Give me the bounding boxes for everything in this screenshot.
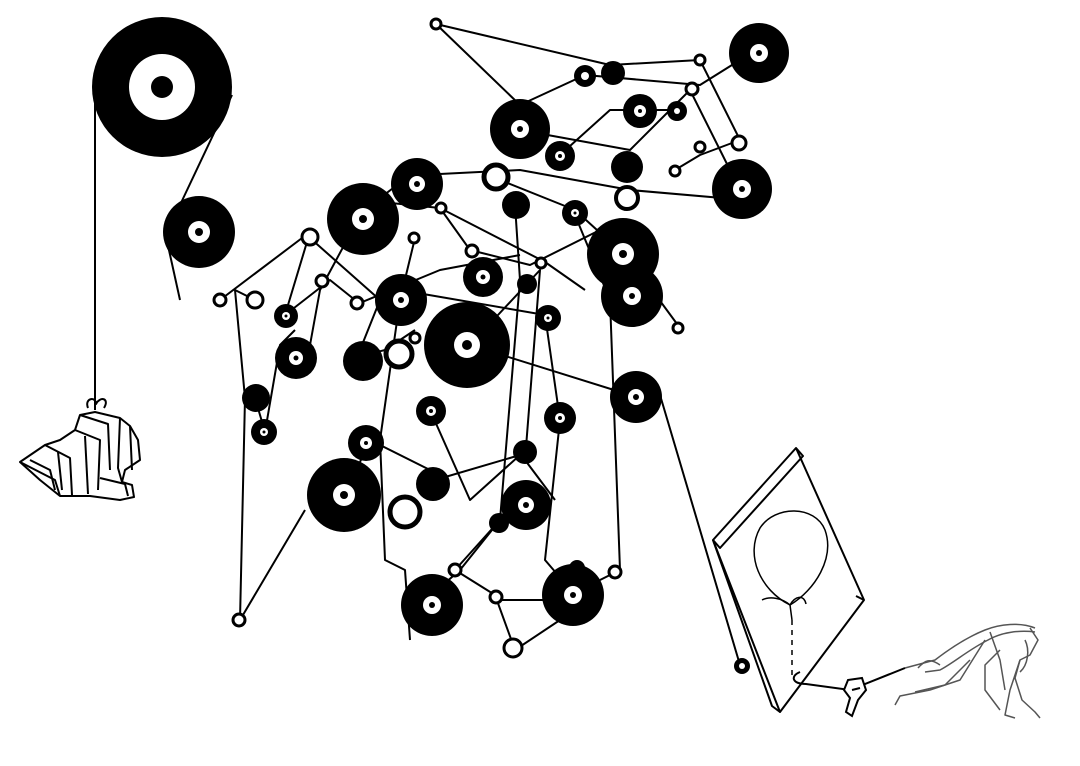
idler	[684, 81, 700, 97]
bottom-pulley-hub	[739, 663, 745, 669]
idler	[488, 589, 504, 605]
pulley	[463, 257, 503, 297]
ring	[383, 338, 415, 370]
pull-rope-and-clamp	[792, 667, 906, 718]
pulley	[544, 402, 576, 434]
idler	[245, 290, 265, 310]
disc	[416, 467, 450, 501]
idler	[671, 321, 685, 335]
idler	[693, 53, 707, 67]
rope	[519, 89, 741, 191]
idler	[231, 612, 247, 628]
disc	[242, 384, 270, 412]
solid-discs	[242, 61, 643, 576]
ring	[481, 162, 511, 192]
pulley	[562, 200, 588, 226]
ring	[614, 185, 640, 211]
disc	[502, 191, 530, 219]
idler	[434, 201, 448, 215]
rope	[419, 169, 746, 201]
idler	[464, 243, 480, 259]
idler	[668, 164, 682, 178]
crouching-figure	[894, 623, 1041, 719]
disc	[601, 61, 625, 85]
pulley	[535, 305, 561, 331]
pulley	[545, 141, 575, 171]
canvas-board	[712, 447, 865, 713]
disc	[611, 151, 643, 183]
small-idlers	[212, 17, 748, 659]
disc	[343, 341, 383, 381]
pulley	[501, 480, 551, 530]
idler	[212, 292, 228, 308]
rope	[219, 231, 356, 316]
rope	[435, 23, 741, 171]
pulley	[712, 159, 772, 219]
pulley	[729, 23, 789, 83]
pulley	[490, 99, 550, 159]
ring	[387, 494, 423, 530]
rope	[254, 329, 296, 433]
large-drive-wheel	[92, 17, 232, 157]
rope	[429, 409, 521, 501]
disc	[489, 513, 509, 533]
pulley	[416, 396, 446, 426]
pulley	[667, 101, 687, 121]
idler	[429, 17, 443, 31]
idler	[314, 273, 330, 289]
idler	[502, 637, 524, 659]
idler	[447, 562, 463, 578]
pulley	[391, 158, 443, 210]
pulley	[623, 94, 657, 128]
pulley	[424, 302, 510, 388]
pulley	[610, 371, 662, 423]
idler	[607, 564, 623, 580]
pulley	[574, 65, 596, 87]
hollow-rings	[383, 162, 640, 530]
pulley	[274, 304, 298, 328]
idler	[300, 227, 320, 247]
pulley	[601, 265, 663, 327]
pulley	[275, 337, 317, 379]
idler	[349, 295, 365, 311]
pulley	[327, 183, 399, 255]
idler	[730, 134, 748, 152]
disc	[569, 560, 585, 576]
idler	[407, 231, 421, 245]
pulley	[542, 564, 604, 626]
large-pulleys	[163, 23, 789, 636]
medium-pulleys	[251, 65, 687, 461]
idler	[534, 256, 548, 270]
pulley	[401, 574, 463, 636]
disc	[517, 274, 537, 294]
pulley	[307, 458, 381, 532]
disc	[513, 440, 537, 464]
idler	[693, 140, 707, 154]
pulley	[163, 196, 235, 268]
pulley	[375, 274, 427, 326]
pulley	[348, 425, 384, 461]
balloon-drawing	[753, 510, 829, 680]
hanging-weight-object	[19, 398, 141, 501]
rope	[309, 237, 381, 351]
idler	[408, 331, 422, 345]
pulley	[251, 419, 277, 445]
